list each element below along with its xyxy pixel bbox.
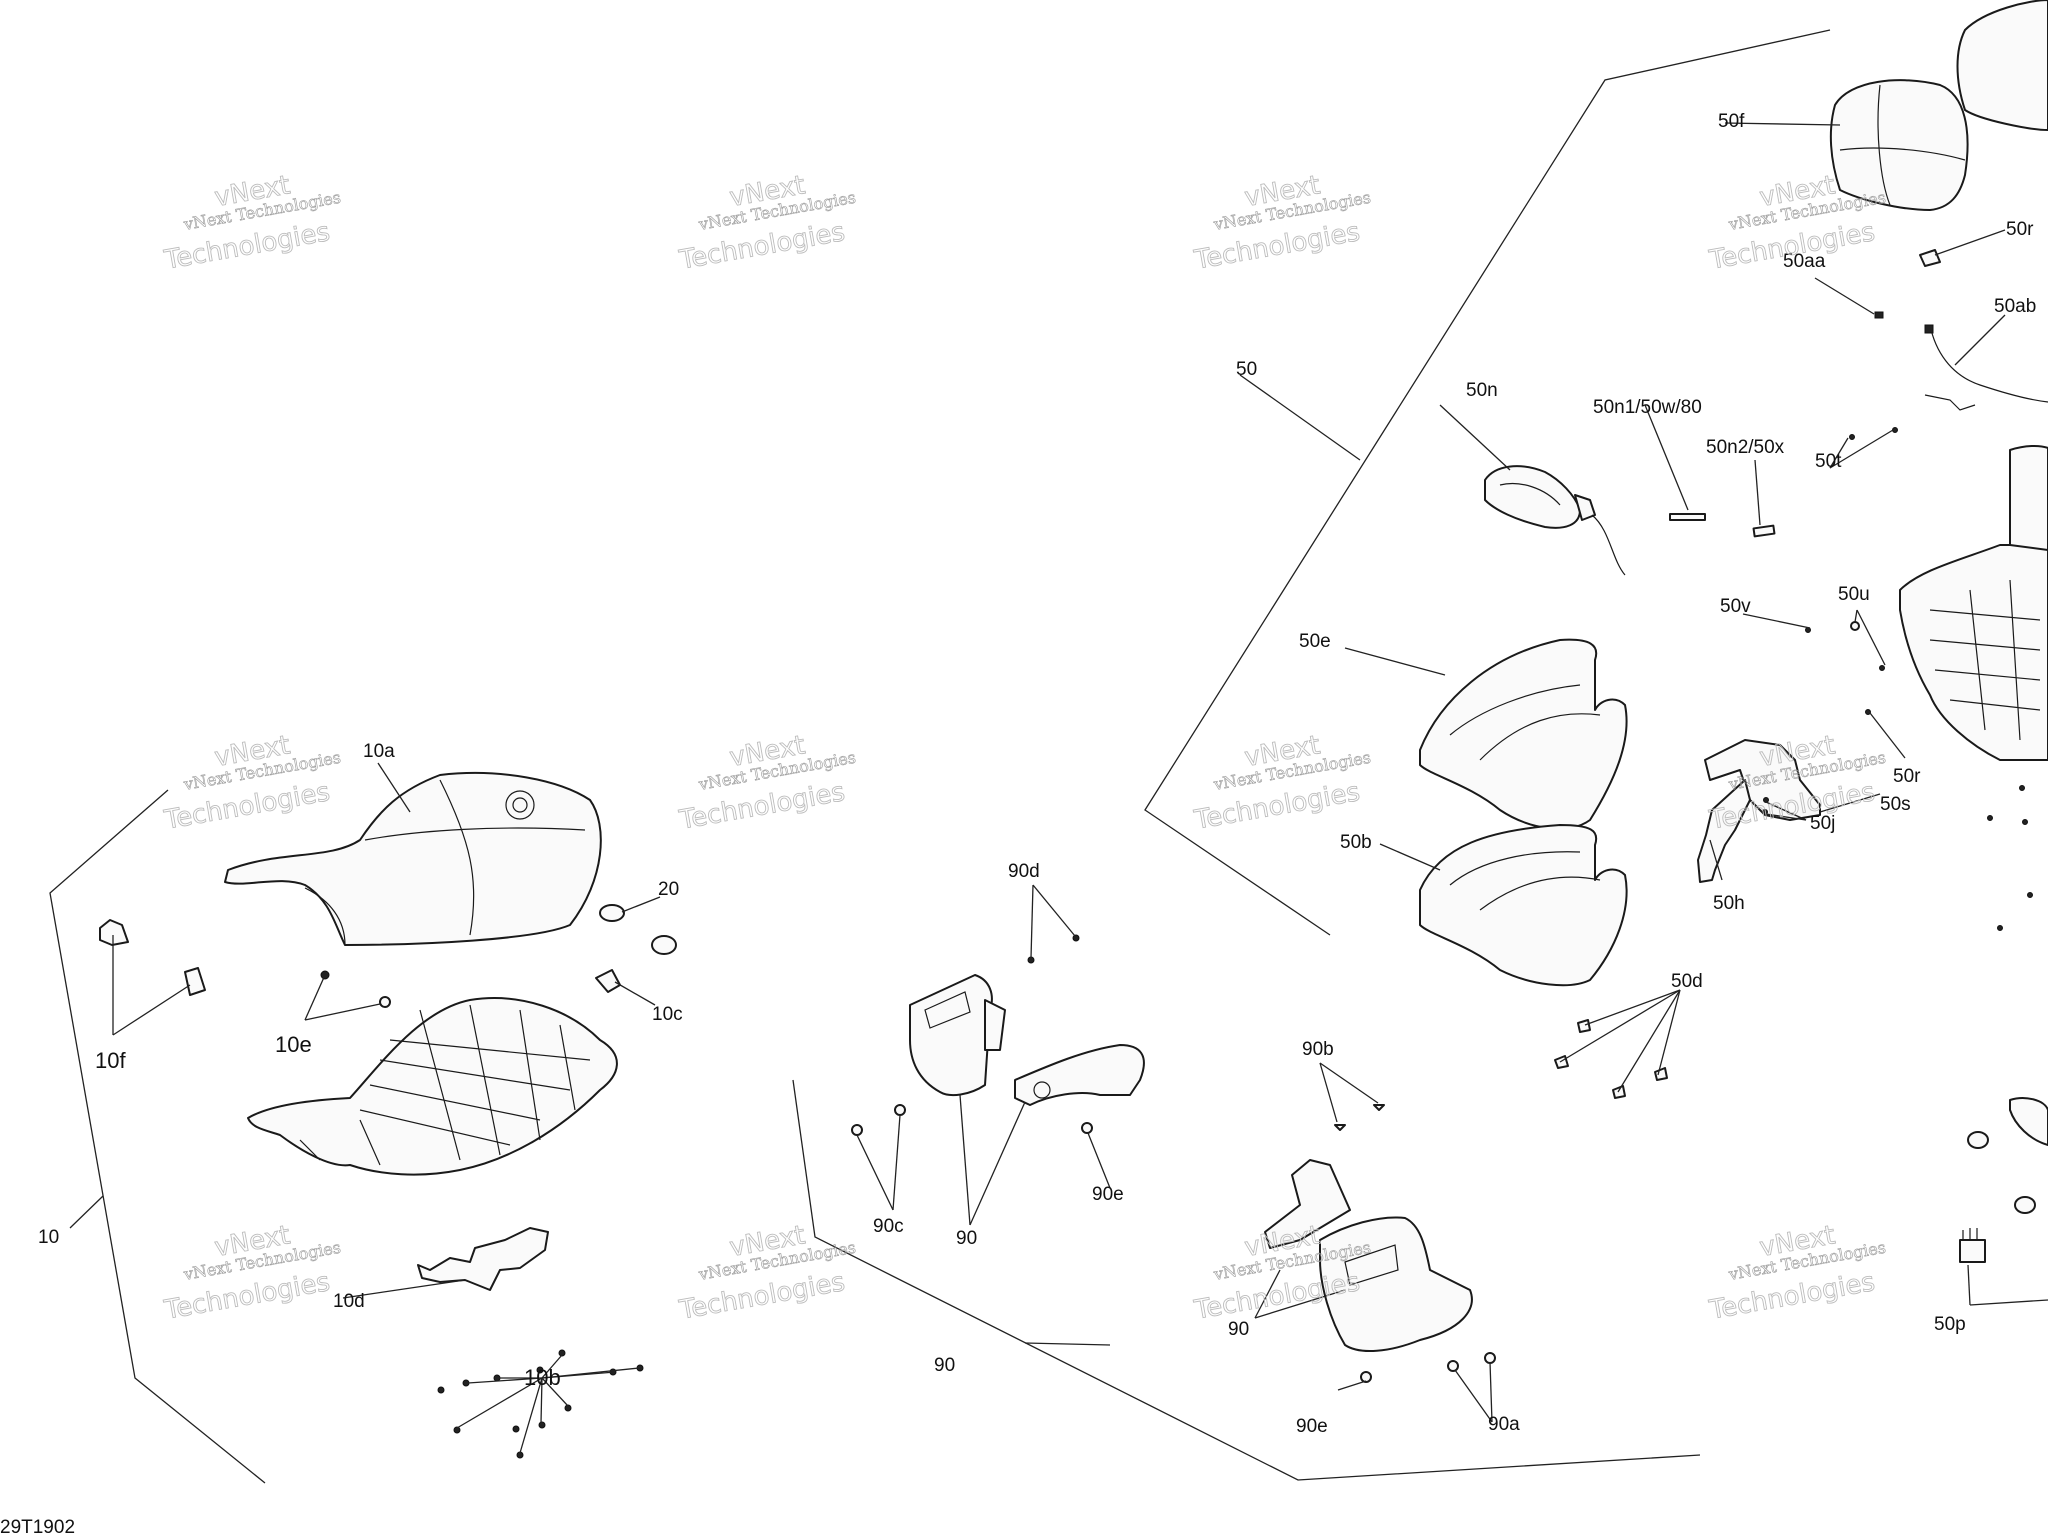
callout-50aa: 50aa — [1783, 251, 1826, 272]
bracket-50h-50s — [1697, 739, 1821, 883]
box-90-right — [1264, 1159, 1473, 1352]
callout-10c: 10c — [652, 1004, 683, 1025]
callout-10b: 10b — [524, 1365, 561, 1390]
small-parts-50 — [1554, 249, 2048, 1263]
seat-base-10 — [247, 997, 618, 1176]
callout-50r: 50r — [1893, 766, 1921, 787]
callout-50n1: 50n1/50w/80 — [1593, 397, 1702, 418]
callout-50s: 50s — [1880, 794, 1911, 815]
pins-50n1-50n2 — [1669, 513, 1776, 538]
callout-90a: 90a — [1488, 1414, 1520, 1435]
callout-90e-mid: 90e — [1092, 1184, 1124, 1205]
callout-10a: 10a — [363, 741, 395, 762]
callout-90b: 90b — [1302, 1039, 1334, 1060]
cover-90-left — [909, 974, 1006, 1097]
callout-90-right: 90 — [1228, 1319, 1249, 1340]
callout-90d: 90d — [1008, 861, 1040, 882]
callout-10e: 10e — [275, 1032, 312, 1057]
heat-shield-10d — [417, 1227, 549, 1291]
callout-50h: 50h — [1713, 893, 1745, 914]
seat-frame-50 — [1899, 444, 2048, 761]
fasteners-90 — [851, 934, 1496, 1383]
callout-50f: 50f — [1718, 111, 1745, 132]
callout-50r-top: 50r — [2006, 219, 2034, 240]
seat-cover-10a — [224, 772, 602, 946]
callout-90e-bottom: 90e — [1296, 1416, 1328, 1437]
callout-50n: 50n — [1466, 380, 1498, 401]
callout-50v: 50v — [1720, 596, 1751, 617]
callout-10f: 10f — [95, 1048, 126, 1073]
fasteners-10b — [437, 1349, 644, 1459]
callout-50e: 50e — [1299, 631, 1331, 652]
backrest-50f — [1829, 0, 2048, 211]
callout-50d: 50d — [1671, 971, 1703, 992]
callout-10d: 10d — [333, 1291, 365, 1312]
wiring-harness-50ab — [1874, 311, 2048, 411]
callout-50t: 50t — [1815, 451, 1842, 472]
group-boundaries — [49, 29, 1831, 1484]
callout-50ab: 50ab — [1994, 296, 2036, 317]
callout-90-mid: 90 — [956, 1228, 977, 1249]
callout-50n2: 50n2/50x — [1706, 437, 1785, 458]
callout-50: 50 — [1236, 359, 1257, 380]
handle-90-mid — [1014, 1044, 1145, 1106]
armrest-50b — [1419, 824, 1628, 987]
callout-20: 20 — [658, 879, 679, 900]
callout-50u: 50u — [1838, 584, 1870, 605]
callout-50b: 50b — [1340, 832, 1372, 853]
callout-50j: 50j — [1810, 813, 1835, 834]
callout-90-lower: 90 — [934, 1355, 955, 1376]
callout-10: 10 — [38, 1227, 59, 1248]
leader-lines — [69, 122, 2048, 1454]
callout-labels: 10a 20 10c 10e 10f 10 10d 10b 90d 90c 90… — [38, 111, 2036, 1437]
callout-90c: 90c — [873, 1216, 904, 1237]
grab-handle-50n — [1484, 465, 1626, 576]
callout-50p: 50p — [1934, 1314, 1966, 1335]
armrest-50e — [1419, 638, 1628, 830]
small-parts-10 — [99, 904, 677, 1008]
diagram-id: 29T1902 — [0, 1517, 75, 1536]
